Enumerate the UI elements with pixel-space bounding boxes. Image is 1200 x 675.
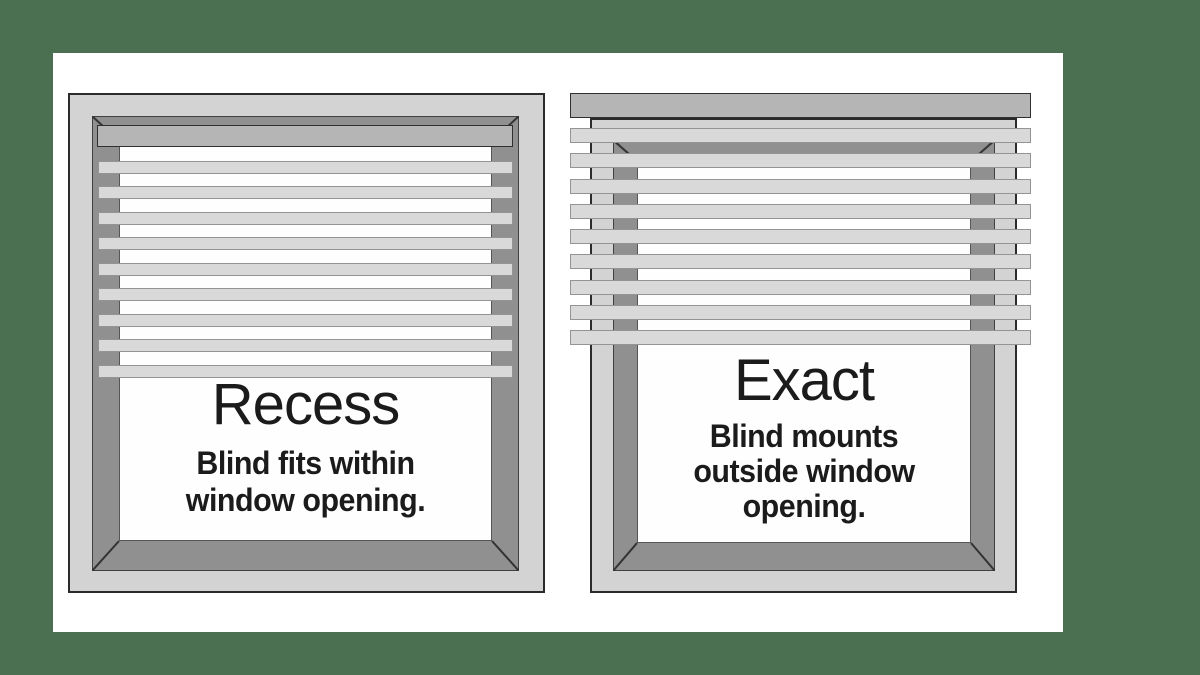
description-line: Blind mounts xyxy=(709,418,899,454)
blind-slat xyxy=(98,339,513,352)
description-line: Blind fits within xyxy=(196,445,415,481)
description-line: window opening. xyxy=(185,482,426,518)
blind-slat xyxy=(98,288,513,301)
blind-slat xyxy=(570,153,1031,168)
blind-slat xyxy=(98,365,513,378)
blind-slat xyxy=(570,128,1031,143)
blind-slat xyxy=(570,229,1031,244)
blind-slat xyxy=(98,263,513,276)
blind-slat xyxy=(98,237,513,250)
window-title: Recess xyxy=(211,372,400,437)
blind-slat xyxy=(570,204,1031,219)
blind-slat xyxy=(98,314,513,327)
window-description: Blind fits within window opening. xyxy=(128,445,482,519)
blind-headrail xyxy=(97,125,513,147)
blind-slat xyxy=(570,330,1031,345)
blind-slat xyxy=(98,186,513,199)
blind-slat xyxy=(570,280,1031,295)
description-line: opening. xyxy=(742,488,866,524)
blind-slat xyxy=(98,161,513,174)
window-pane xyxy=(637,161,971,543)
description-line: outside window xyxy=(693,453,915,489)
blind-headrail xyxy=(570,93,1031,118)
blind-slat xyxy=(570,254,1031,269)
window-title: Exact xyxy=(733,348,875,413)
blind-slat xyxy=(98,212,513,225)
blind-slat xyxy=(570,305,1031,320)
window-description: Blind mounts outside window opening. xyxy=(645,419,962,524)
blind-slat xyxy=(570,179,1031,194)
